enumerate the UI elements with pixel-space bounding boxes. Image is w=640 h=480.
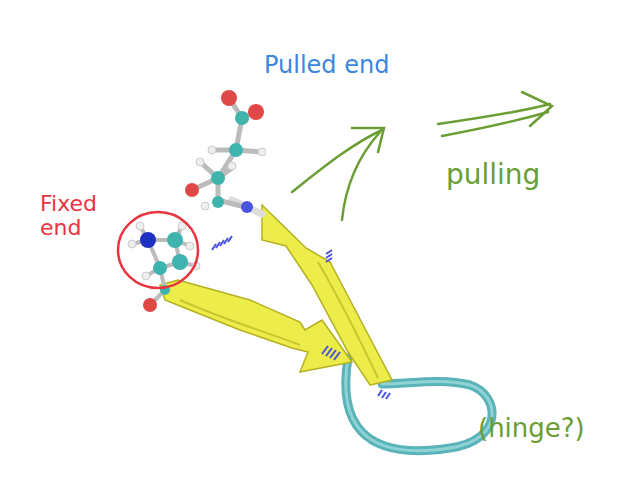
- atoms: [128, 222, 200, 312]
- hinge-label: (hinge?): [478, 414, 628, 443]
- beta-strand: [262, 205, 392, 385]
- atoms: [185, 90, 266, 213]
- pulling-label: pulling: [446, 160, 626, 191]
- pulled-end-label: Pulled end: [264, 52, 454, 78]
- fixed-end-label: Fixed end: [40, 192, 114, 240]
- strand-shade: [180, 300, 300, 345]
- hydrogen-bonds: [212, 236, 390, 399]
- fixed-end-circle: [118, 212, 198, 288]
- bonds: [132, 226, 196, 305]
- strand-shade: [318, 262, 378, 378]
- pulling-arrows: [292, 92, 552, 220]
